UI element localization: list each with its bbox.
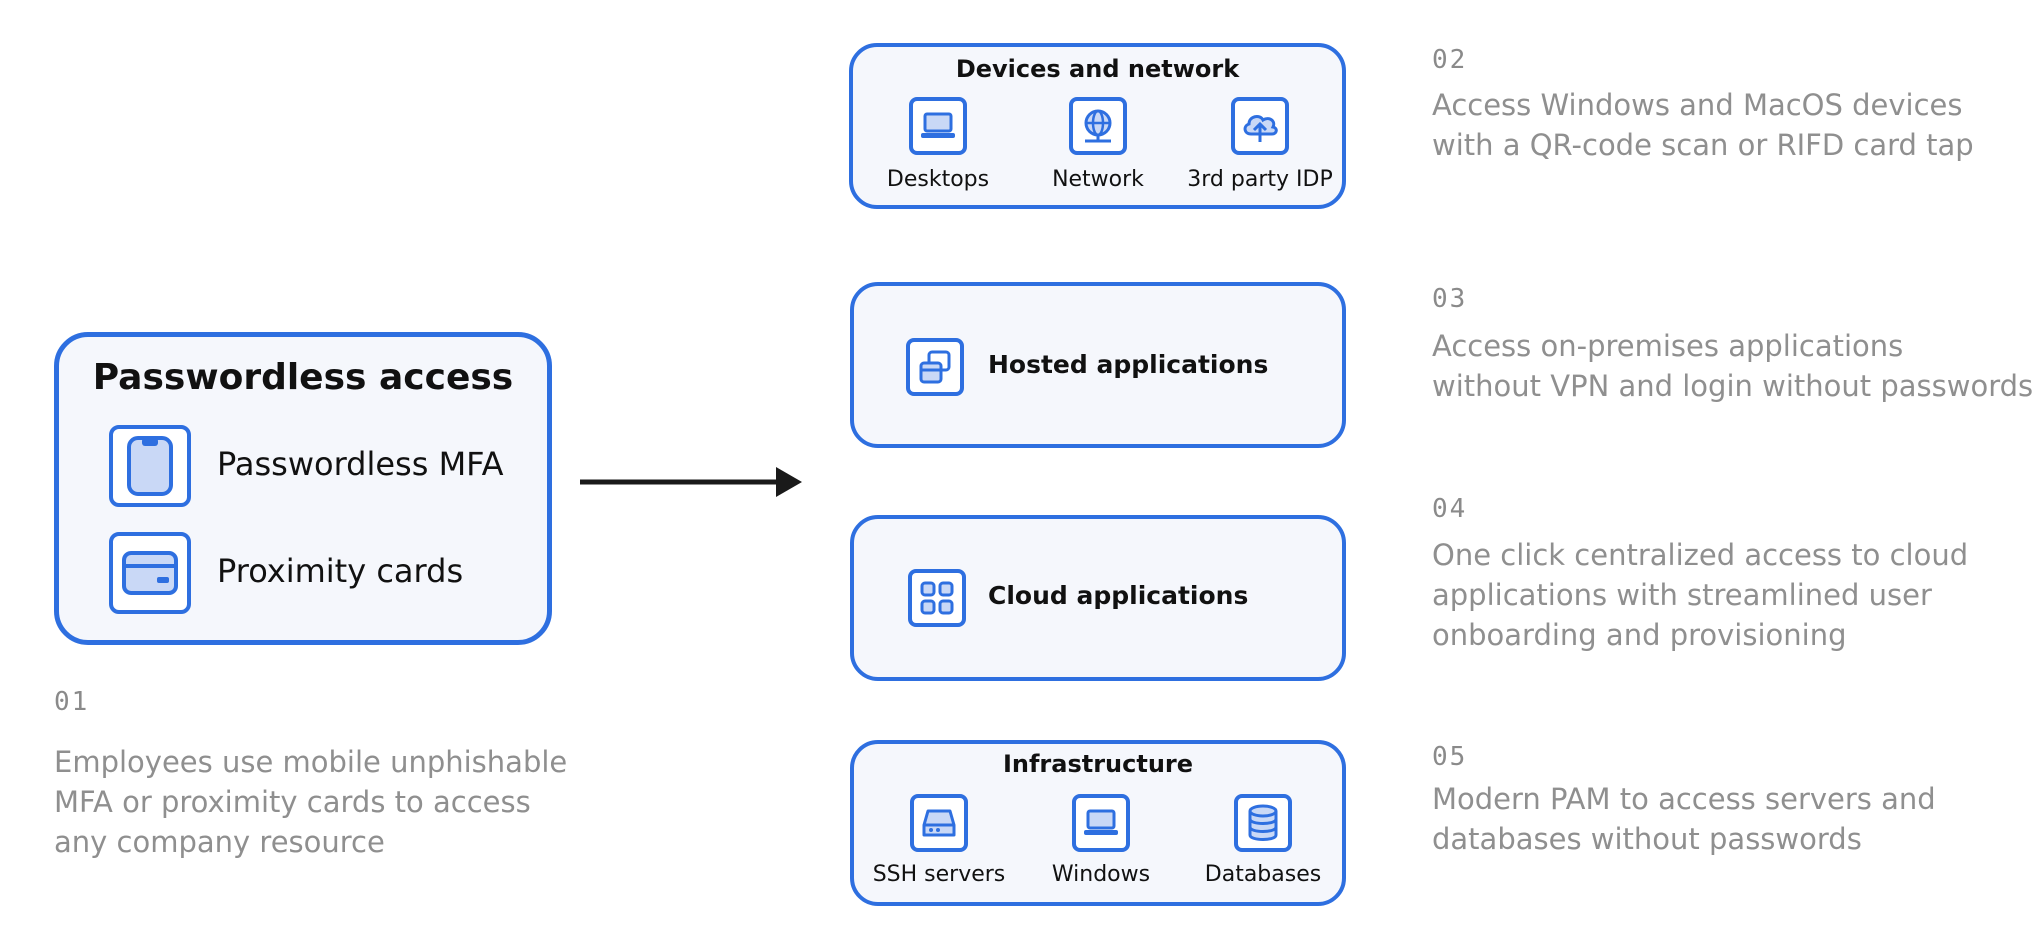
phone-icon [109, 425, 191, 507]
proximity-cards-label: Proximity cards [217, 552, 464, 590]
devices-and-network-box: Devices and network Desktops Network 3rd… [849, 43, 1346, 209]
passwordless-mfa-label: Passwordless MFA [217, 445, 504, 483]
step-description-01: Employees use mobile unphishable MFA or … [54, 742, 567, 862]
desktops-label: Desktops [886, 167, 990, 192]
step-04-line-2: applications with streamlined user [1432, 578, 1932, 612]
hosted-applications-label: Hosted applications [988, 350, 1269, 379]
card-icon [109, 532, 191, 614]
step-04-line-1: One click centralized access to cloud [1432, 538, 1969, 572]
server-icon [910, 794, 968, 852]
database-icon [1234, 794, 1292, 852]
windows-label: Windows [1051, 862, 1151, 887]
step-01-line-2: MFA or proximity cards to access [54, 785, 531, 819]
step-01-line-3: any company resource [54, 825, 385, 859]
passwordless-access-title: Passwordless access [92, 357, 514, 398]
ssh-servers-label: SSH servers [872, 862, 1006, 887]
step-02-line-1: Access Windows and MacOS devices [1432, 88, 1963, 122]
step-description-02: Access Windows and MacOS devices with a … [1432, 85, 1974, 165]
network-label: Network [1052, 167, 1144, 192]
windows-stack-icon [906, 338, 964, 396]
passwordless-access-box: Passwordless access Passwordless MFA Pro… [54, 332, 552, 645]
step-description-03: Access on-premises applications without … [1432, 326, 2033, 406]
hosted-applications-box: Hosted applications [850, 282, 1346, 448]
grid-icon [908, 569, 966, 627]
step-description-04: One click centralized access to cloud ap… [1432, 535, 1968, 655]
databases-label: Databases [1204, 862, 1322, 887]
step-03-line-2: without VPN and login without passwords [1432, 369, 2034, 403]
devices-and-network-title: Devices and network [955, 55, 1240, 83]
step-number-02: 02 [1432, 45, 1468, 75]
step-05-line-2: databases without passwords [1432, 822, 1862, 856]
step-01-line-1: Employees use mobile unphishable [54, 745, 568, 779]
step-number-01: 01 [54, 687, 90, 717]
infrastructure-box: Infrastructure SSH servers Windows Datab… [850, 740, 1346, 906]
step-number-03: 03 [1432, 284, 1468, 314]
arrow-icon [580, 467, 802, 497]
step-04-line-3: onboarding and provisioning [1432, 618, 1847, 652]
laptop-icon [909, 97, 967, 155]
cloud-upload-icon [1231, 97, 1289, 155]
step-02-line-2: with a QR-code scan or RIFD card tap [1432, 128, 1974, 162]
step-05-line-1: Modern PAM to access servers and [1432, 782, 1936, 816]
cloud-applications-label: Cloud applications [988, 581, 1249, 610]
laptop-icon [1072, 794, 1130, 852]
step-03-line-1: Access on-premises applications [1432, 329, 1904, 363]
globe-icon [1069, 97, 1127, 155]
step-description-05: Modern PAM to access servers and databas… [1432, 779, 1936, 859]
3rd-party-idp-label: 3rd party IDP [1187, 167, 1333, 192]
step-number-05: 05 [1432, 742, 1468, 772]
infrastructure-title: Infrastructure [1002, 750, 1194, 778]
cloud-applications-box: Cloud applications [850, 515, 1346, 681]
step-number-04: 04 [1432, 494, 1468, 524]
